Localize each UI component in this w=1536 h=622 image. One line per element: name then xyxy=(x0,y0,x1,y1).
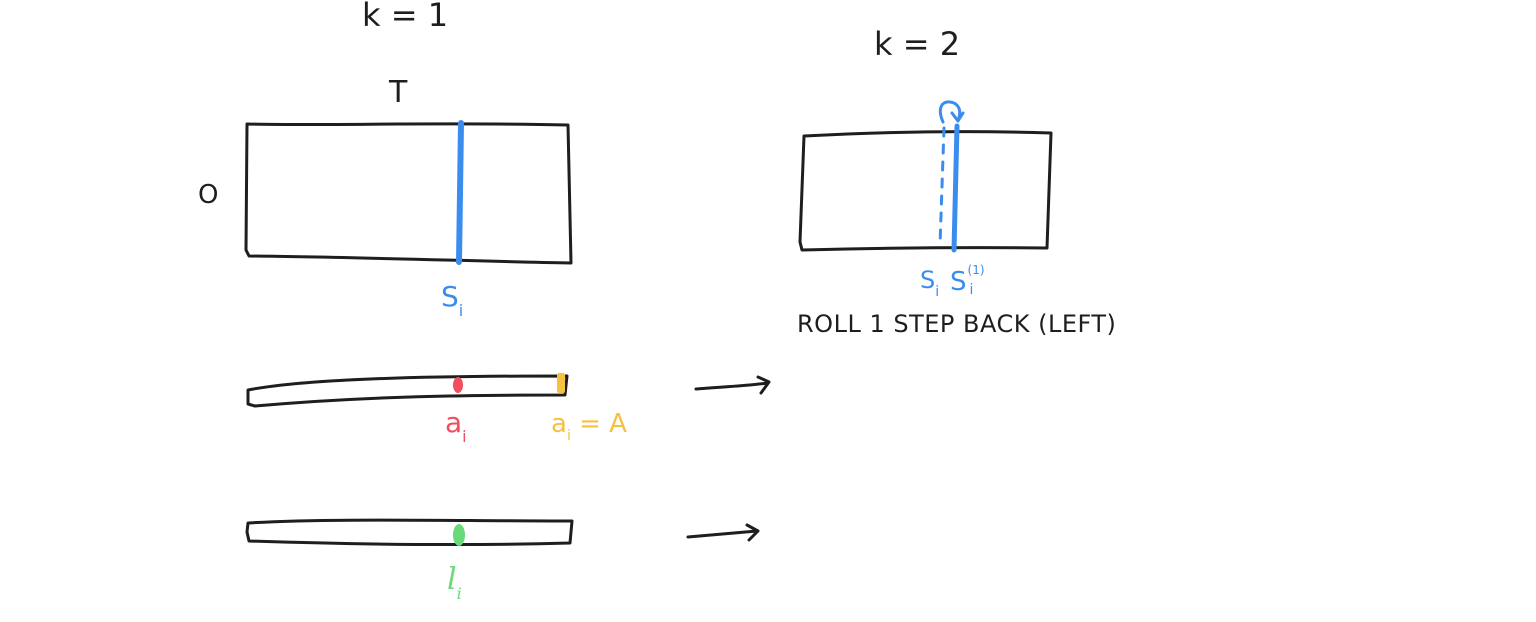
action-marker xyxy=(453,377,463,393)
length-marker xyxy=(453,524,465,546)
o-axis-label: O xyxy=(198,180,218,210)
s-i-k2-main: S xyxy=(920,266,935,294)
a-i-equals-a-label: ai = A xyxy=(551,409,627,444)
a-eq-main: a xyxy=(551,409,567,439)
rolled-column-solid xyxy=(951,123,960,253)
l-i-sub: i xyxy=(457,584,462,603)
a-eq-sub: i xyxy=(567,428,571,444)
length-arrow xyxy=(686,523,760,542)
s-i-prime-label: S(1) i xyxy=(950,263,985,298)
action-arrow xyxy=(694,375,771,395)
s-i-main: S xyxy=(441,280,459,313)
l-i-label: li xyxy=(447,562,462,603)
s-prime-main: S xyxy=(950,267,967,297)
s-i-label: Si xyxy=(441,280,463,320)
a-i-label: ai xyxy=(445,406,467,446)
roll-caption: ROLL 1 STEP BACK (LEFT) xyxy=(797,310,1116,338)
end-action-marker xyxy=(557,373,565,393)
rolled-state-matrix-box xyxy=(798,130,1053,252)
length-vector-box xyxy=(245,518,574,546)
l-i-main: l xyxy=(447,562,457,597)
a-i-main: a xyxy=(445,406,462,439)
s-i-label-k2: Si xyxy=(920,266,939,300)
rolled-column-dashed xyxy=(938,126,946,247)
s-i-k2-sub: i xyxy=(935,284,939,300)
s-prime-sup: (1) xyxy=(968,263,985,277)
a-i-sub: i xyxy=(462,427,466,446)
a-eq-rest: = A xyxy=(571,409,627,439)
k2-label: k = 2 xyxy=(874,25,960,63)
k1-label: k = 1 xyxy=(362,0,448,34)
t-axis-label: T xyxy=(388,75,408,110)
state-matrix-box xyxy=(244,122,573,265)
roll-curved-arrow xyxy=(938,100,965,124)
state-column-highlight xyxy=(456,120,464,265)
s-i-sub: i xyxy=(459,301,463,320)
action-vector-box xyxy=(246,374,569,408)
s-prime-sub: i xyxy=(970,282,974,298)
